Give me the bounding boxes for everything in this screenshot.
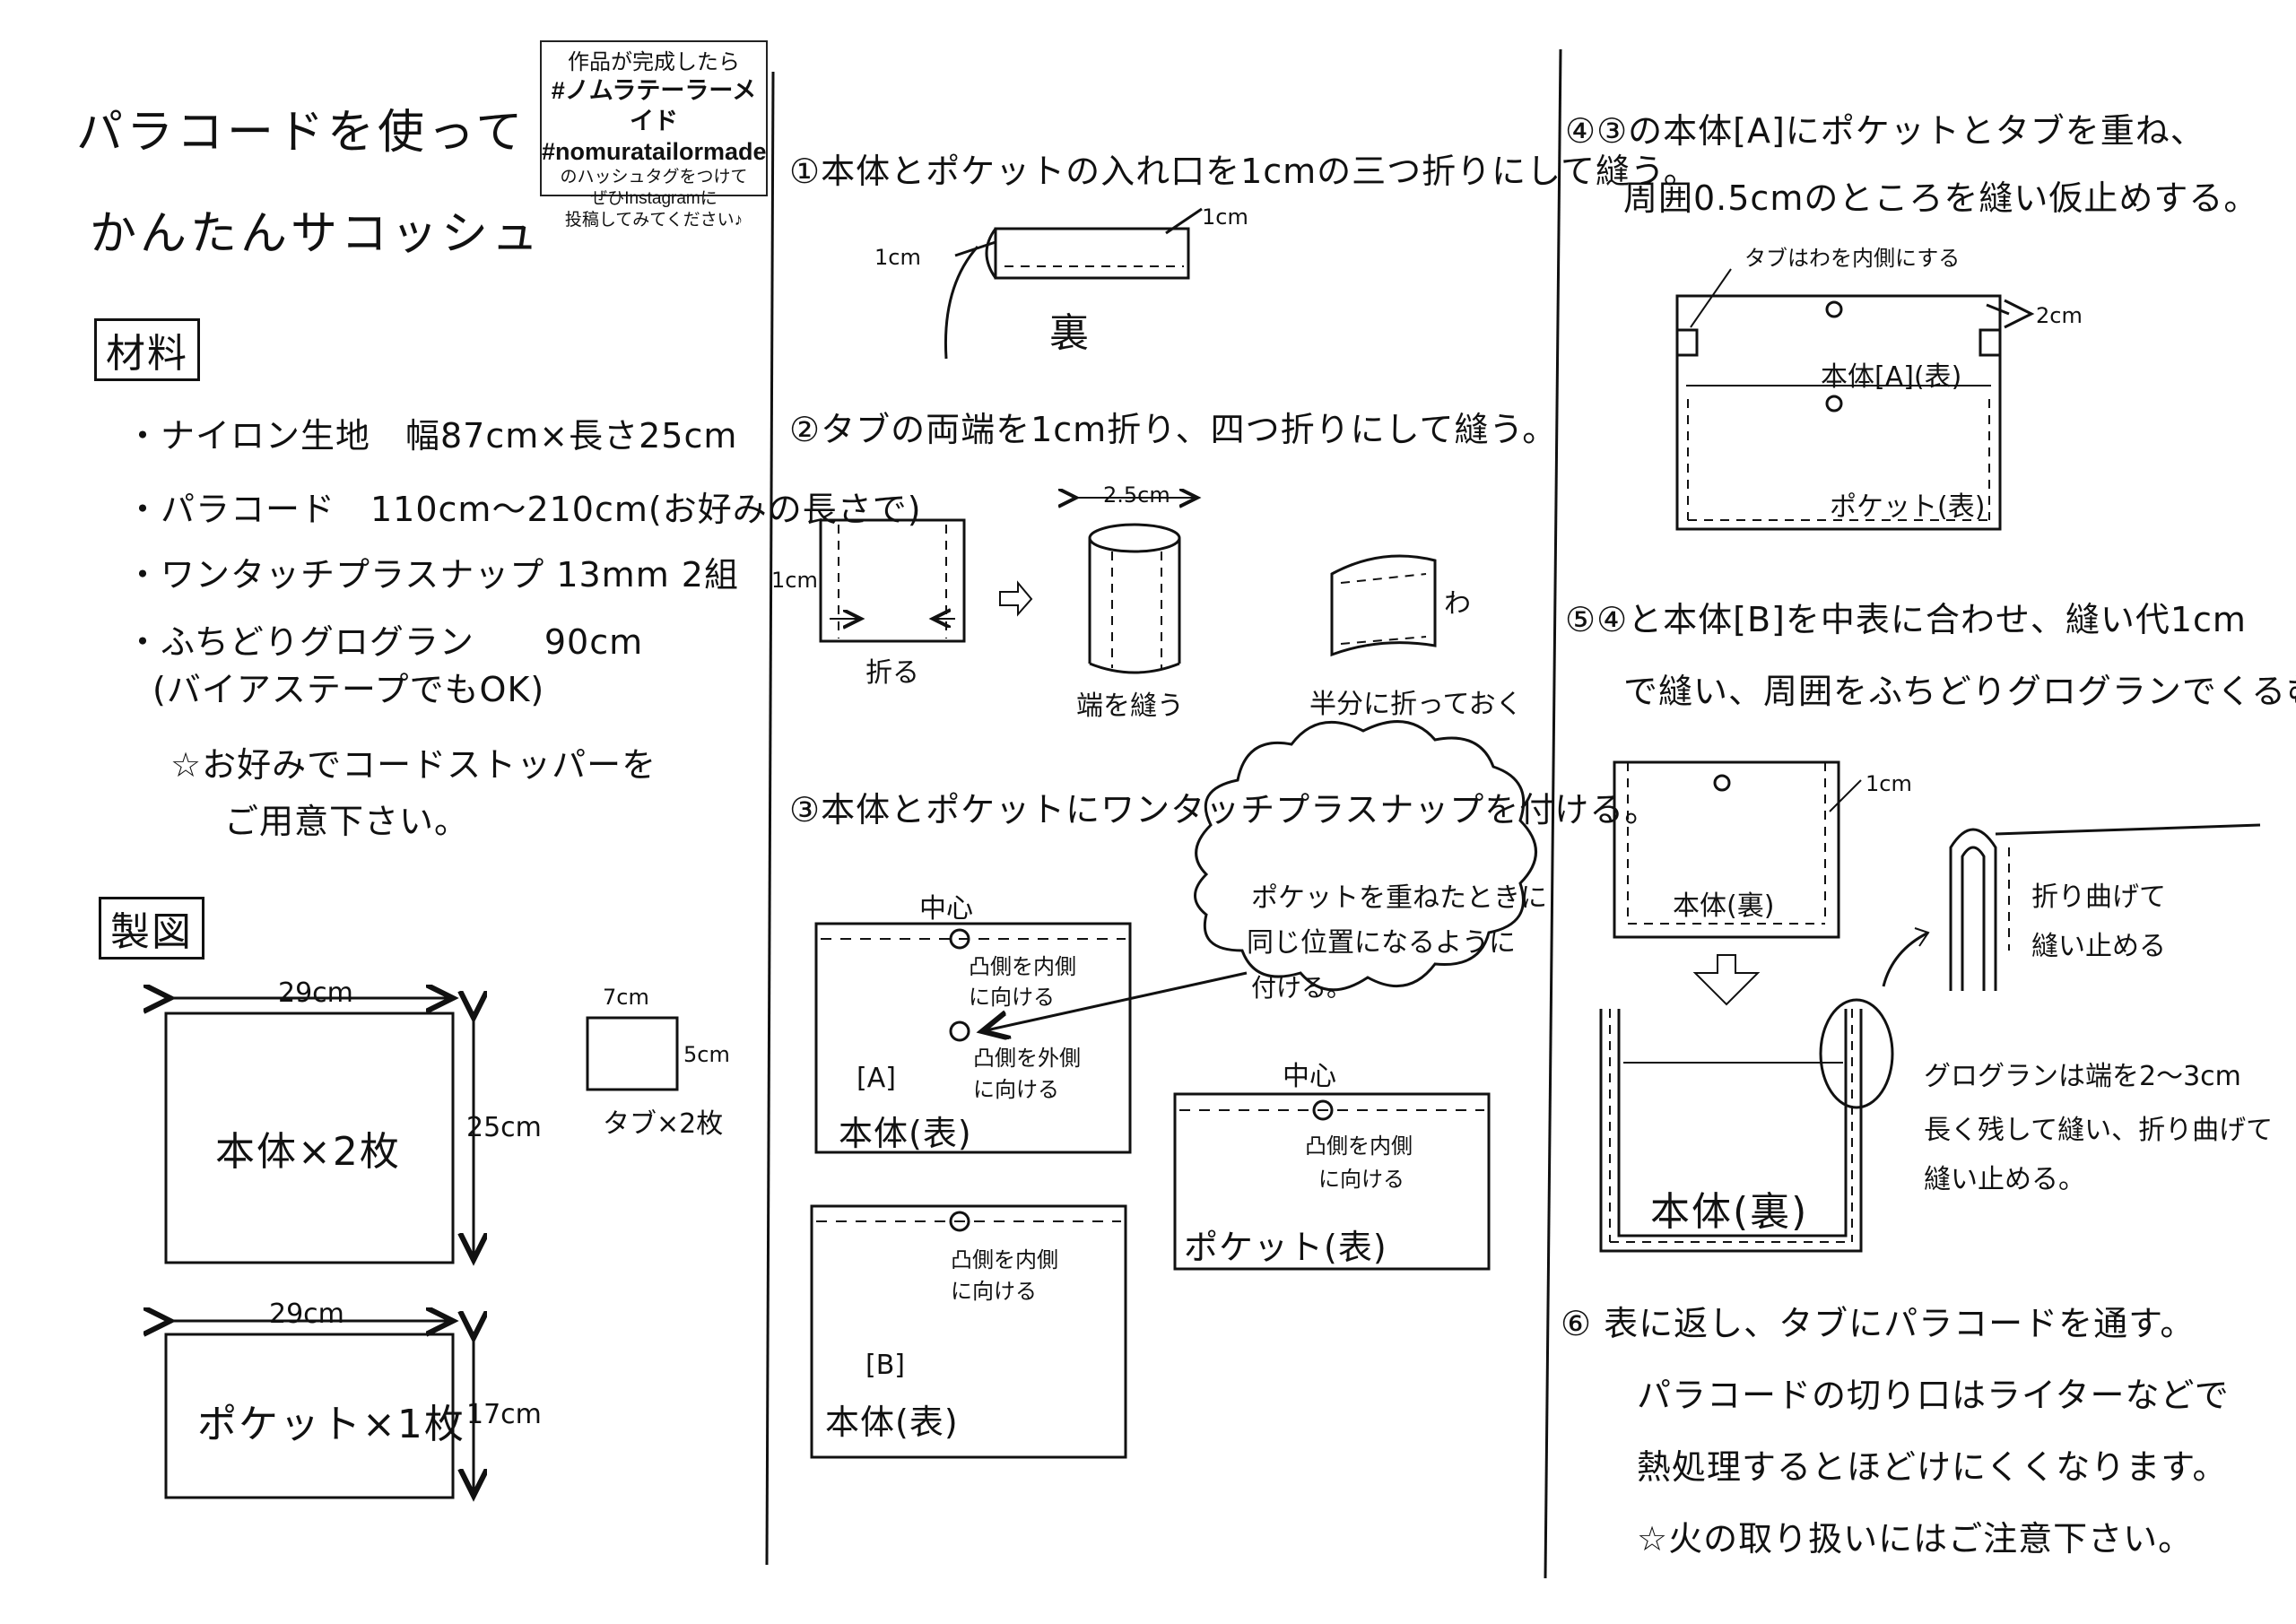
- tab-width-label: 7cm: [603, 985, 649, 1010]
- pocket-diagram: [1173, 1092, 1491, 1271]
- step-6-line-4: ☆火の取り扱いにはご注意下さい。: [1637, 1519, 2194, 1559]
- body-b-front-label: 本体(表): [825, 1403, 959, 1442]
- hem-fold-diagram: [994, 227, 1190, 280]
- step-2-wa-label: わ: [1444, 588, 1471, 620]
- bound-body-back-label: 本体(裏): [1650, 1189, 1809, 1235]
- tab-orientation-note: タブはわを内側にする: [1744, 246, 1961, 271]
- hashtag-line-5: ぜひInstagramに: [590, 189, 718, 208]
- hashtag-line-6: 投稿してみてください♪: [564, 210, 744, 230]
- body-a-snap-2-text: 凸側を外側: [973, 1046, 1081, 1071]
- material-item-1: ・ナイロン生地 幅87cm×長さ25cm: [126, 416, 738, 456]
- fold-note-2: 縫い止める: [2031, 931, 2166, 962]
- cloud-note-2: 同じ位置になるように: [1247, 927, 1516, 959]
- cloud-note-3: 付ける。: [1251, 973, 1352, 1003]
- step-4-line-1: ④③の本体[A]にポケットとタブを重ね、: [1565, 111, 2205, 151]
- material-item-4: ・ふちどりグログラン 90cm: [126, 622, 644, 662]
- step-1-dim-b: 1cm: [1202, 204, 1248, 230]
- step-2-sew-label: 端を縫う: [1076, 690, 1184, 722]
- step-4-line-2: 周囲0.5cmのところを縫い仮止めする。: [1623, 178, 2259, 218]
- hashtag-box: 作品が完成したら #ノムラテーラーメイド #nomuratailormade の…: [540, 40, 768, 230]
- pocket-front-label: ポケット(表): [1184, 1228, 1387, 1267]
- body-a-diagram: [814, 922, 1132, 1154]
- step-2-half-label: 半分に折っておく: [1309, 689, 1523, 720]
- step-1-text: ①本体とポケットの入れ口を1cmの三つ折りにして縫う。: [789, 152, 1699, 191]
- material-item-4-note: (バイアステープでもOK): [152, 670, 545, 709]
- step-6-line-3: 熱処理するとほどけにくくなります。: [1637, 1447, 2228, 1487]
- tab-flat-diagram: [819, 518, 966, 643]
- grosgrain-note-3: 縫い止める。: [1924, 1164, 2085, 1195]
- pocket-center-label: 中心: [1283, 1061, 1336, 1092]
- body-piece-label: 本体×2枚: [215, 1129, 401, 1175]
- body-b-snap-text: 凸側を内側: [951, 1247, 1058, 1272]
- step-4-body-label: 本体[A](表): [1821, 361, 1962, 393]
- cord-stopper-note-1: ☆お好みでコードストッパーを: [170, 745, 657, 785]
- cloud-note-1: ポケットを重ねたときに: [1251, 882, 1547, 914]
- hashtag-en[interactable]: #nomuratailormade: [542, 137, 767, 165]
- step-5-line-2: で縫い、周囲をふちどりグログランでくるむ。: [1623, 672, 2296, 711]
- bound-body-diagram: [1599, 1009, 1863, 1253]
- body-a-front-label: 本体(表): [839, 1114, 972, 1153]
- page-title-line-1: パラコードを使って: [76, 106, 526, 160]
- step-3-text: ③本体とポケットにワンタッチプラスナップを付ける。: [789, 790, 1660, 829]
- hashtag-line-4: のハッシュタグをつけて: [560, 168, 748, 187]
- step-6-line-2: パラコードの切り口はライターなどで: [1637, 1376, 2230, 1415]
- pocket-piece-label: ポケット×1枚: [197, 1402, 465, 1447]
- material-item-2: ・パラコード 110cm～210cm(お好みの長さで): [126, 490, 922, 529]
- pocket-snap-text: 凸側を内側: [1305, 1133, 1413, 1159]
- step-4-2cm-label: 2cm: [2036, 303, 2083, 328]
- column-divider-1: [765, 71, 775, 1566]
- step-5-1cm-label: 1cm: [1866, 771, 1912, 796]
- material-item-3: ・ワンタッチプラスナップ 13mm 2組: [126, 555, 739, 595]
- fold-detail: [1949, 828, 1997, 991]
- grosgrain-note-1: グログランは端を2～3cm: [1924, 1061, 2241, 1092]
- body-a-snap-1-face: に向ける: [969, 985, 1055, 1010]
- step4-diagram: [1675, 294, 2002, 531]
- note-cloud: [1194, 720, 1537, 992]
- column-divider-2: [1544, 48, 1562, 1579]
- body-b-letter: [B]: [865, 1350, 905, 1381]
- body-b-snap-face: に向ける: [951, 1279, 1037, 1304]
- body-width-label: 29cm: [278, 977, 353, 1009]
- tab-pattern-rect: [586, 1016, 679, 1091]
- pocket-snap-face: に向ける: [1318, 1167, 1405, 1192]
- step-1-ura-label: 裏: [1049, 310, 1091, 356]
- fold-note-1: 折り曲げて: [2031, 881, 2166, 913]
- body-height-label: 25cm: [466, 1112, 542, 1143]
- pocket-width-label: 29cm: [269, 1298, 344, 1330]
- tab-height-label: 5cm: [683, 1042, 730, 1067]
- body-a-snap-2-face: に向ける: [973, 1077, 1059, 1102]
- body-a-center-label: 中心: [919, 893, 973, 925]
- step-6-line-1: ⑥ 表に返し、タブにパラコードを通す。: [1561, 1304, 2196, 1343]
- step-5-line-1: ⑤④と本体[B]を中表に合わせ、縫い代1cm: [1565, 600, 2247, 639]
- body-b-diagram: [810, 1204, 1127, 1459]
- step-5-body-back-label: 本体(裏): [1673, 890, 1775, 922]
- step-2-text: ②タブの両端を1cm折り、四つ折りにして縫う。: [789, 410, 1558, 449]
- grosgrain-note-2: 長く残して縫い、折り曲げて: [1924, 1115, 2274, 1146]
- step-1-dim-a: 1cm: [874, 245, 921, 270]
- hashtag-jp: #ノムラテーラーメイド: [551, 77, 757, 135]
- step5-body: [1613, 760, 1840, 939]
- body-a-snap-1-text: 凸側を内側: [969, 954, 1076, 979]
- step-2-fold-label: 折る: [865, 657, 919, 689]
- body-a-letter: [A]: [857, 1063, 896, 1094]
- cord-stopper-note-2: ご用意下さい。: [224, 802, 470, 841]
- step-4-pocket-label: ポケット(表): [1830, 491, 1986, 523]
- pattern-heading: 製図: [99, 897, 204, 960]
- pocket-height-label: 17cm: [466, 1399, 542, 1430]
- hashtag-line-1: 作品が完成したら: [568, 50, 740, 74]
- page-title-line-2: かんたんサコッシュ: [90, 207, 543, 261]
- step-2-width-label: 2.5cm: [1103, 482, 1170, 508]
- step-2-dim: 1cm: [771, 568, 818, 593]
- materials-heading: 材料: [94, 318, 200, 381]
- tab-piece-label: タブ×2枚: [603, 1108, 724, 1140]
